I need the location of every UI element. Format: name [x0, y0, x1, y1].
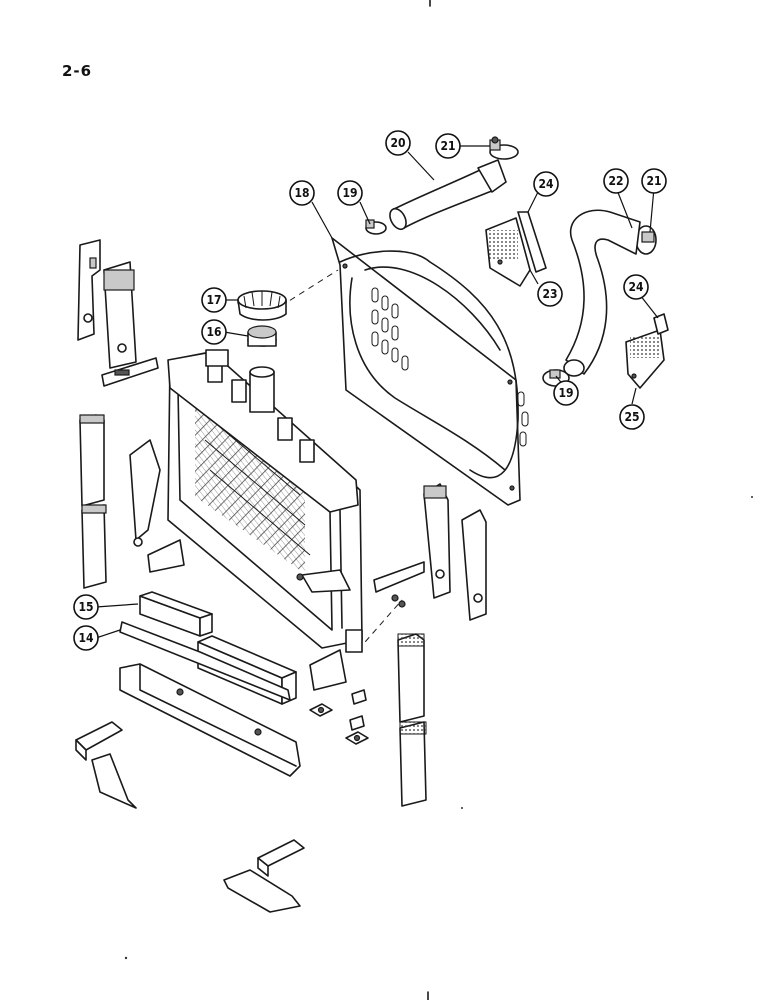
callout-24-top: 24 [533, 171, 559, 197]
callout-20: 20 [385, 130, 411, 156]
left-insulator-block-upper [79, 414, 105, 507]
right-insulator-block-upper [397, 633, 425, 723]
svg-text:24: 24 [538, 177, 554, 191]
callout-15: 15 [73, 594, 99, 620]
page-number: 2-6 [62, 62, 93, 80]
right-mount-bracket [373, 483, 487, 621]
callout-14: 14 [73, 625, 99, 651]
svg-text:23: 23 [542, 287, 557, 301]
svg-text:18: 18 [294, 186, 309, 200]
lower-hose [563, 209, 641, 377]
callout-21-top: 21 [435, 133, 461, 159]
svg-text:21: 21 [440, 139, 455, 153]
callout-25: 25 [619, 404, 645, 430]
svg-text:17: 17 [206, 293, 221, 307]
lower-center-bracket [223, 839, 305, 913]
svg-text:15: 15 [78, 600, 93, 614]
hose-clamp-lower-hose-top [635, 225, 657, 255]
callout-18: 18 [289, 180, 315, 206]
callout-19-bottom: 19 [553, 380, 579, 406]
seal-plate-lower [625, 313, 669, 389]
radiator-cap [237, 290, 287, 321]
svg-text:19: 19 [558, 386, 573, 400]
svg-text:25: 25 [624, 410, 639, 424]
support-channel [119, 663, 301, 777]
hose-clamp-upper-right [489, 136, 519, 160]
svg-text:20: 20 [390, 136, 405, 150]
support-strip-14 [119, 621, 291, 701]
radiator-cap-seal [247, 325, 277, 347]
callout-17: 17 [201, 287, 227, 313]
svg-text:16: 16 [206, 325, 221, 339]
hex-nut-1 [351, 689, 367, 705]
fan-shroud [331, 237, 529, 506]
left-insulator-block-lower [81, 504, 107, 589]
svg-text:19: 19 [342, 186, 357, 200]
seal-plate-upper [485, 211, 547, 287]
svg-text:22: 22 [608, 174, 623, 188]
svg-text:21: 21 [646, 174, 661, 188]
callout-24-right: 24 [623, 274, 649, 300]
left-mount-bracket [77, 239, 159, 387]
callout-23: 23 [537, 281, 563, 307]
callout-19-top: 19 [337, 180, 363, 206]
hex-nut-2 [349, 715, 365, 731]
svg-text:14: 14 [78, 631, 94, 645]
square-nut-2 [345, 731, 369, 745]
radiator [129, 349, 363, 691]
support-pad-15 [139, 591, 213, 637]
upper-hose [389, 159, 507, 231]
square-nut-1 [309, 703, 333, 717]
callout-22: 22 [603, 168, 629, 194]
lower-left-bracket [75, 721, 137, 809]
svg-text:24: 24 [628, 280, 644, 294]
right-insulator-block-lower [399, 721, 427, 807]
callout-21-right: 21 [641, 168, 667, 194]
callout-16: 16 [201, 319, 227, 345]
